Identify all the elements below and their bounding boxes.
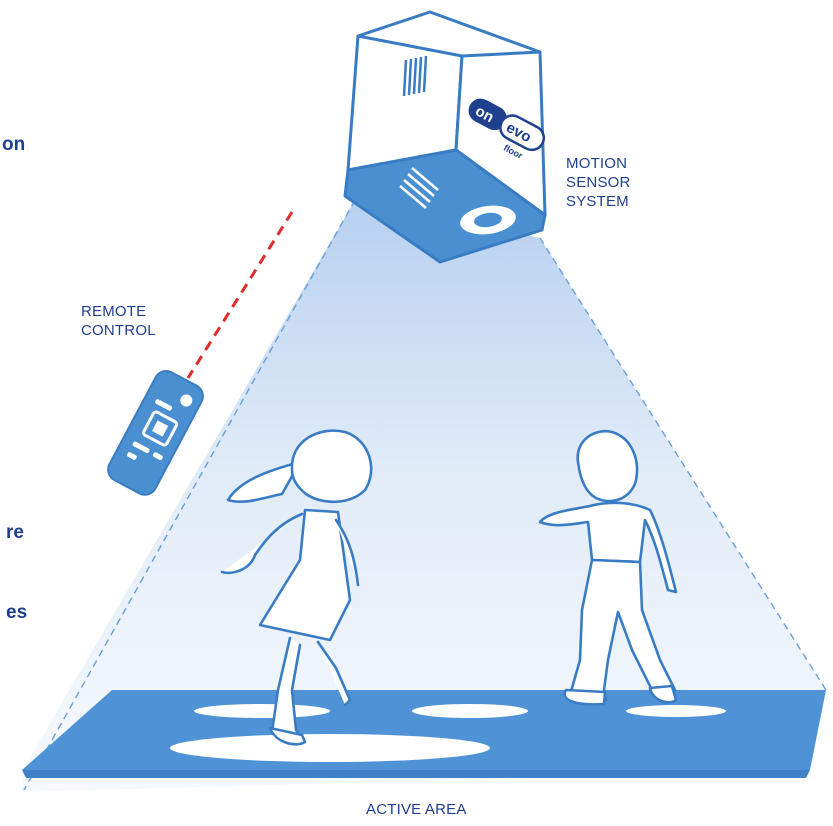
- boy-figure: [538, 429, 678, 706]
- svg-text:on: on: [472, 103, 496, 127]
- active-area-label: ACTIVE AREA: [366, 801, 467, 818]
- beam-edge-left: [23, 199, 356, 791]
- sensor-beam: [22, 200, 826, 792]
- motion-sensor-label: MOTION SENSOR SYSTEM: [566, 155, 631, 210]
- vent-grille-bottom: [399, 167, 439, 209]
- motion-sensor-box: on evo floor: [343, 10, 547, 264]
- floor-spot: [626, 705, 726, 717]
- girl-figure: [220, 429, 373, 746]
- floor-front-edge: [22, 770, 810, 778]
- floor-spot: [170, 734, 490, 762]
- remote-control: [107, 370, 204, 496]
- cutoff-text-fragment: re: [6, 522, 24, 543]
- onevo-logo: on evo floor: [468, 98, 546, 161]
- floor-spot: [194, 704, 330, 718]
- cutoff-text-fragment: es: [6, 602, 28, 623]
- vent-grille-side: [402, 55, 428, 97]
- floor-spot: [412, 704, 528, 718]
- remote-control-label: REMOTE CONTROL: [81, 303, 156, 339]
- cutoff-text-fragment: on: [2, 134, 26, 155]
- beam-edge-right: [539, 237, 827, 691]
